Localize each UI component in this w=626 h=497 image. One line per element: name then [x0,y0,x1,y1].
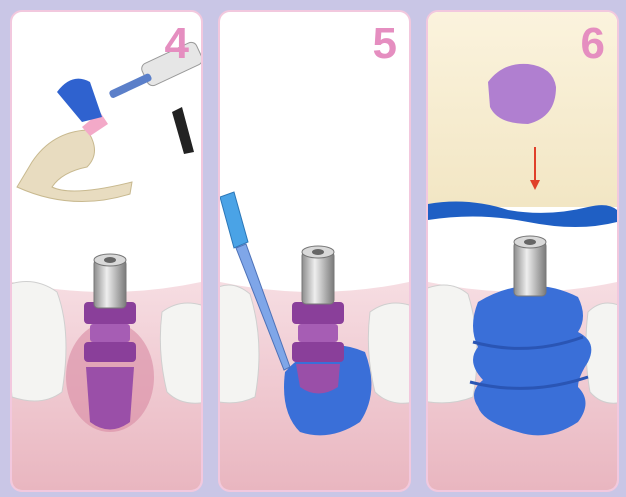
step-number: 6 [581,22,605,66]
abutment-icon [302,246,334,304]
step-number: 4 [165,22,189,66]
impression-transfer-icon [292,302,344,394]
step-panel-4: 4 [10,10,203,492]
syringe-injecting-material-illustration [220,12,409,490]
impression-removal-illustration [428,12,617,490]
impression-tray-and-syringe-illustration [12,12,201,490]
step-panel-6: 6 [426,10,619,492]
step-panel-5: 5 [218,10,411,492]
abutment-icon [514,236,546,296]
impression-material-icon [470,286,591,436]
step-number: 5 [373,22,397,66]
abutment-icon [94,254,126,308]
